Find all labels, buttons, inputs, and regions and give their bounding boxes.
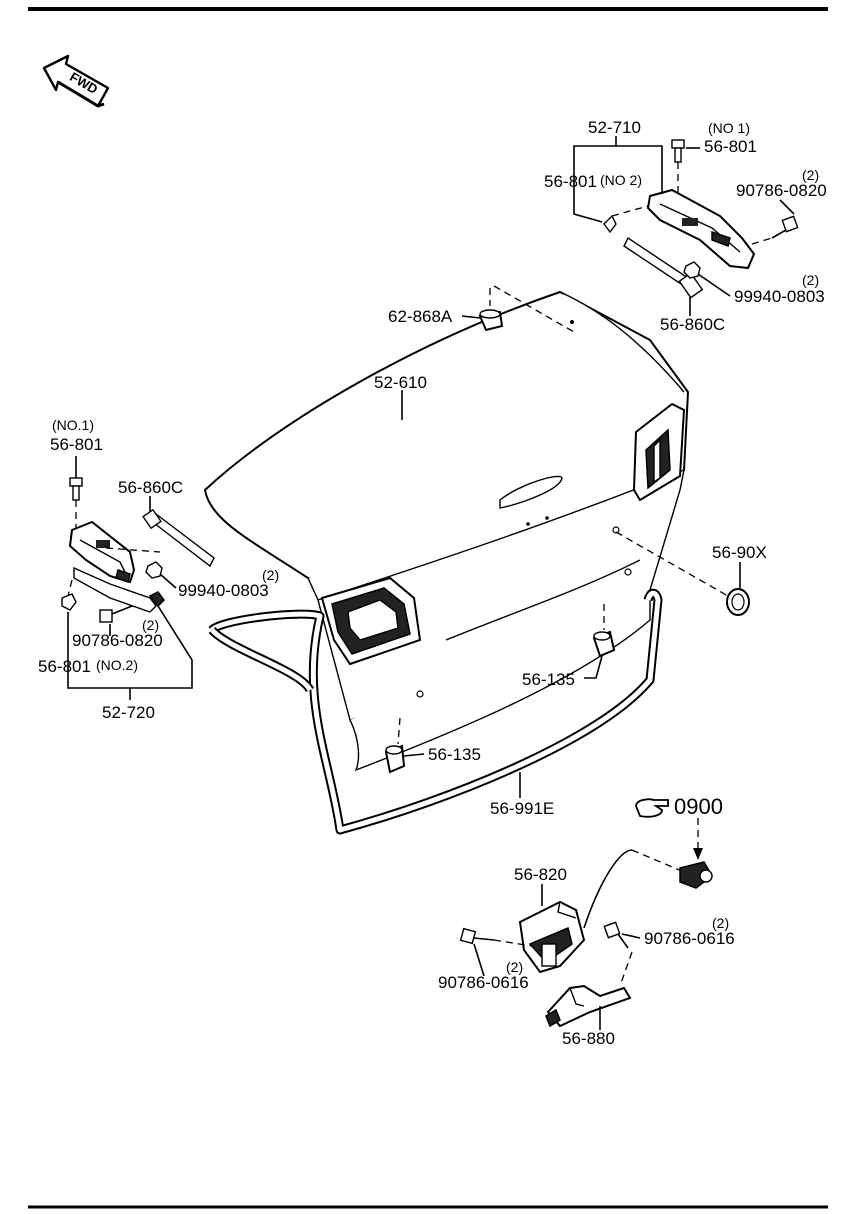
label-56-880: 56-880 bbox=[562, 1029, 615, 1048]
trunk-lid bbox=[203, 290, 690, 772]
label-90786-0616-left: 90786-0616 bbox=[438, 973, 529, 992]
label-56-801-no2-left: 56-801 bbox=[38, 657, 91, 676]
label-90786-0820-left-qty: (2) bbox=[142, 617, 159, 633]
bumper-56-135-right bbox=[592, 630, 616, 658]
bumper-56-135-left bbox=[384, 744, 406, 774]
weatherstrip-seal bbox=[208, 588, 663, 835]
label-56-801-no2-left-note: (NO.2) bbox=[96, 657, 138, 673]
label-56-801-no1-left-note: (NO.1) bbox=[52, 417, 94, 433]
label-56-801-no2-top: 56-801 bbox=[544, 172, 597, 191]
label-52-710: 52-710 bbox=[588, 118, 641, 137]
label-90786-0820-left: 90786-0820 bbox=[72, 631, 163, 650]
label-56-801-no1-left: 56-801 bbox=[50, 435, 103, 454]
label-62-868a: 62-868A bbox=[388, 307, 453, 326]
label-52-720: 52-720 bbox=[102, 703, 155, 722]
label-56-820: 56-820 bbox=[514, 865, 567, 884]
label-99940-0803-left: 99940-0803 bbox=[178, 581, 269, 600]
bolt-90786-0616-right bbox=[603, 921, 629, 949]
latch-56-820 bbox=[518, 900, 586, 974]
right-hinge-assembly bbox=[603, 139, 799, 299]
label-90786-0820-top-qty: (2) bbox=[802, 167, 819, 183]
label-56-860c-top: 56-860C bbox=[660, 315, 725, 334]
label-56-135-right: 56-135 bbox=[522, 670, 575, 689]
left-hinge-assembly bbox=[61, 477, 215, 623]
label-56-135-left: 56-135 bbox=[428, 745, 481, 764]
lock-cylinder-0900 bbox=[679, 861, 713, 889]
label-52-610: 52-610 bbox=[374, 373, 427, 392]
label-99940-0803-top-qty: (2) bbox=[802, 272, 819, 288]
label-90786-0616-left-qty: (2) bbox=[506, 959, 523, 975]
grommet-62-868a bbox=[478, 309, 504, 332]
pointing-hand-icon bbox=[635, 798, 669, 818]
label-56-860c-left: 56-860C bbox=[118, 478, 183, 497]
label-90786-0820-top: 90786-0820 bbox=[736, 181, 827, 200]
label-56-801-no1-top-note: (NO 1) bbox=[708, 120, 750, 136]
label-56-801-no2-top-note: (NO 2) bbox=[600, 172, 642, 188]
label-90786-0616-right-qty: (2) bbox=[712, 915, 729, 931]
bolt-90786-0616-left bbox=[459, 927, 495, 945]
label-90786-0616-right: 90786-0616 bbox=[644, 929, 735, 948]
label-56-991e: 56-991E bbox=[490, 799, 554, 818]
label-99940-0803-top: 99940-0803 bbox=[734, 287, 825, 306]
striker-56-880 bbox=[545, 984, 632, 1028]
label-99940-0803-left-qty: (2) bbox=[262, 567, 279, 583]
label-56-801-no1-top: 56-801 bbox=[704, 137, 757, 156]
label-0900: 0900 bbox=[674, 794, 723, 819]
label-56-90x: 56-90X bbox=[712, 543, 767, 562]
fwd-arrow-icon: FWD bbox=[42, 54, 110, 108]
cap-56-90x bbox=[726, 588, 750, 616]
